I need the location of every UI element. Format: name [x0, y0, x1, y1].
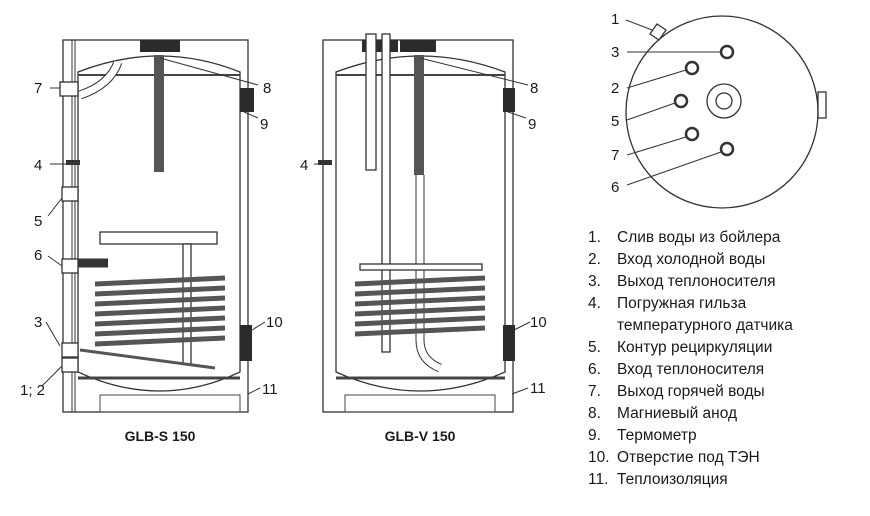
legend-number: 1.	[588, 229, 601, 246]
label-1-2: 1; 2	[20, 382, 45, 399]
legend-item: 11. Теплоизоляция	[588, 469, 793, 491]
label-8: 8	[263, 80, 271, 97]
label-9: 9	[260, 116, 268, 133]
legend-text: Вход холодной воды	[617, 251, 766, 268]
legend-number: 8.	[588, 405, 601, 422]
label-4: 4	[300, 157, 308, 174]
label-5: 5	[34, 213, 42, 230]
top-label-2: 2	[611, 80, 619, 97]
label-3: 3	[34, 314, 42, 331]
legend-item: 4. Погружная гильза	[588, 293, 793, 315]
legend-number: 10.	[588, 449, 610, 466]
legend-text: Отверстие под ТЭН	[617, 449, 760, 466]
glb-s-tank	[59, 39, 254, 413]
thermometer	[240, 88, 254, 112]
hot-water-outlet	[59, 81, 79, 97]
legend-number: 11.	[588, 471, 609, 488]
legend-text: Теплоизоляция	[617, 471, 728, 488]
label-8: 8	[530, 80, 538, 97]
top-label-6: 6	[611, 179, 619, 196]
caption-glb-v: GLB-V 150	[385, 428, 456, 444]
label-11: 11	[262, 381, 278, 398]
legend: 1. Слив воды из бойлера 2. Вход холодной во…	[588, 227, 793, 491]
legend-item: 5. Контур рециркуляции	[588, 337, 793, 359]
top-label-5: 5	[611, 113, 619, 130]
magnesium-anode	[414, 55, 424, 175]
legend-number: 4.	[588, 295, 601, 312]
glb-v-tank	[318, 33, 515, 413]
heat-exchanger-coil	[78, 258, 226, 370]
legend-text: температурного датчика	[617, 317, 793, 334]
sensor-sleeve	[66, 160, 80, 165]
top-view: 1 3 2 5 7 6	[611, 11, 827, 209]
legend-text: Слив воды из бойлера	[617, 229, 781, 246]
legend-text: Выход теплоносителя	[617, 273, 776, 290]
top-label-7: 7	[611, 147, 619, 164]
legend-number	[588, 315, 617, 337]
legend-text: Выход горячей воды	[617, 383, 765, 400]
legend-item: 1. Слив воды из бойлера	[588, 227, 793, 249]
legend-text: Магниевый анод	[617, 405, 738, 422]
legend-item: 2. Вход холодной воды	[588, 249, 793, 271]
legend-item: 3. Выход теплоносителя	[588, 271, 793, 293]
legend-number: 5.	[588, 339, 601, 356]
legend-text: Вход теплоносителя	[617, 361, 765, 378]
heater-port	[240, 325, 252, 361]
anode-cap	[140, 40, 180, 52]
label-10: 10	[266, 314, 283, 331]
legend-number: 9.	[588, 427, 601, 444]
legend-item: 7. Выход горячей воды	[588, 381, 793, 403]
glb-s-leaders: 7 8 9 4 5 6 3 1; 2 10 11	[20, 57, 283, 399]
legend-text: Погружная гильза	[617, 295, 747, 312]
legend-number: 7.	[588, 383, 601, 400]
legend-text: Контур рециркуляции	[617, 339, 773, 356]
glb-v-leaders: 8 9 4 10 11	[300, 57, 547, 397]
caption-glb-s: GLB-S 150	[125, 428, 196, 444]
legend-item: температурного датчика	[588, 315, 793, 337]
magnesium-anode	[154, 55, 164, 172]
label-6: 6	[34, 247, 42, 264]
legend-item: 6. Вход теплоносителя	[588, 359, 793, 381]
legend-item: 10. Отверстие под ТЭН	[588, 447, 793, 469]
top-label-3: 3	[611, 44, 619, 61]
label-10: 10	[530, 314, 547, 331]
legend-item: 8. Магниевый анод	[588, 403, 793, 425]
label-7: 7	[34, 80, 42, 97]
label-9: 9	[528, 116, 536, 133]
label-4: 4	[34, 157, 42, 174]
legend-text: Термометр	[617, 427, 697, 444]
label-11: 11	[530, 380, 546, 397]
legend-number: 2.	[588, 251, 601, 268]
top-label-1: 1	[611, 11, 619, 28]
legend-number: 3.	[588, 273, 601, 290]
legend-item: 9. Термометр	[588, 425, 793, 447]
legend-number: 6.	[588, 361, 601, 378]
